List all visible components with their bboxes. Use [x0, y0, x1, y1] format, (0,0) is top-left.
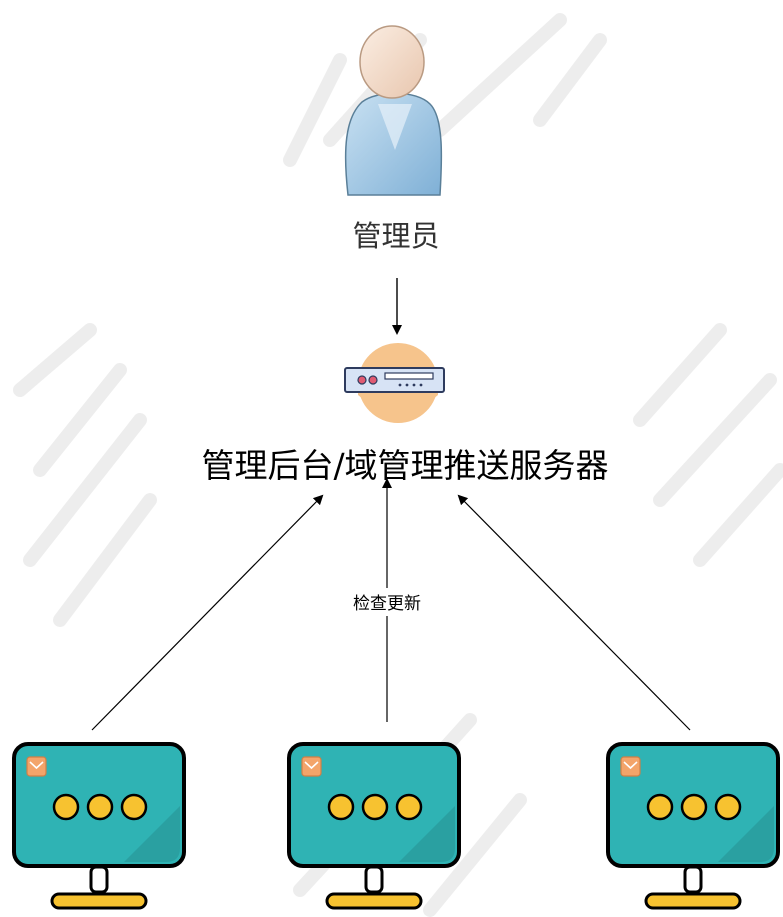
admin-user-icon	[344, 25, 443, 196]
edge-label-check-update: 检查更新	[353, 594, 421, 614]
arrow-client3-to-server	[457, 494, 691, 731]
edge-label-bg	[330, 588, 440, 616]
admin-label: 管理员	[352, 219, 439, 253]
client-monitor-icon	[12, 742, 186, 910]
server-icon	[344, 343, 445, 423]
client-monitor-icon	[287, 742, 461, 910]
server-label: 管理后台/域管理推送服务器	[201, 446, 608, 485]
arrow-client1-to-server	[91, 494, 324, 731]
client-monitor-icon	[606, 742, 780, 910]
